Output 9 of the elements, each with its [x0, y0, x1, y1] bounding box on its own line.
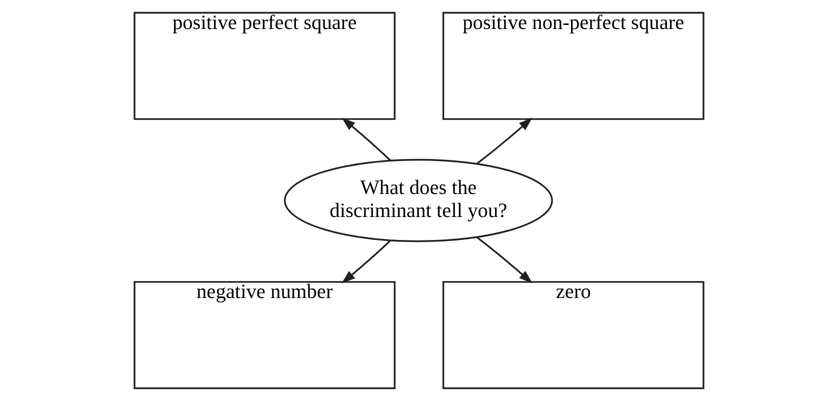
- node-box: negative number: [134, 281, 396, 390]
- node-box: positive non-perfect square: [442, 12, 704, 120]
- arrow: [476, 236, 532, 284]
- node-box: zero: [442, 281, 704, 390]
- arrow: [342, 118, 392, 162]
- arrow: [476, 118, 532, 164]
- arrow: [342, 240, 391, 284]
- node-ellipse: What does the discriminant tell you?: [284, 158, 553, 242]
- node-box: positive perfect square: [134, 12, 396, 120]
